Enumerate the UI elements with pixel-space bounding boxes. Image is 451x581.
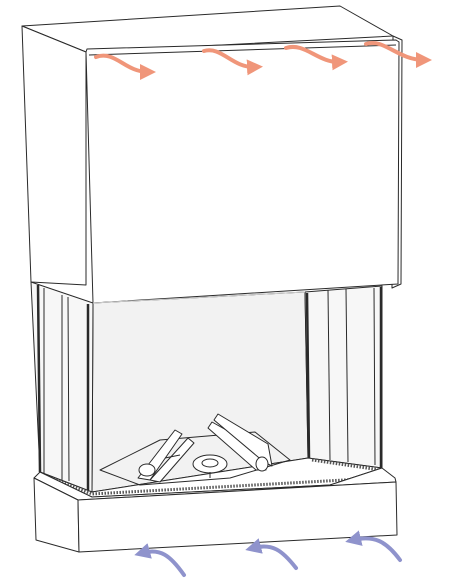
left-side-wall	[22, 26, 86, 285]
right-log-end	[256, 457, 268, 471]
cool-air-arrow-3	[353, 538, 400, 560]
hood-front-panel	[86, 40, 399, 303]
cool-air-arrow-1	[142, 551, 184, 575]
cool-air-arrow-2	[253, 546, 296, 568]
left-log-end	[139, 464, 155, 476]
right-glass-pane	[305, 286, 382, 468]
burner-ring-inner	[202, 459, 218, 467]
